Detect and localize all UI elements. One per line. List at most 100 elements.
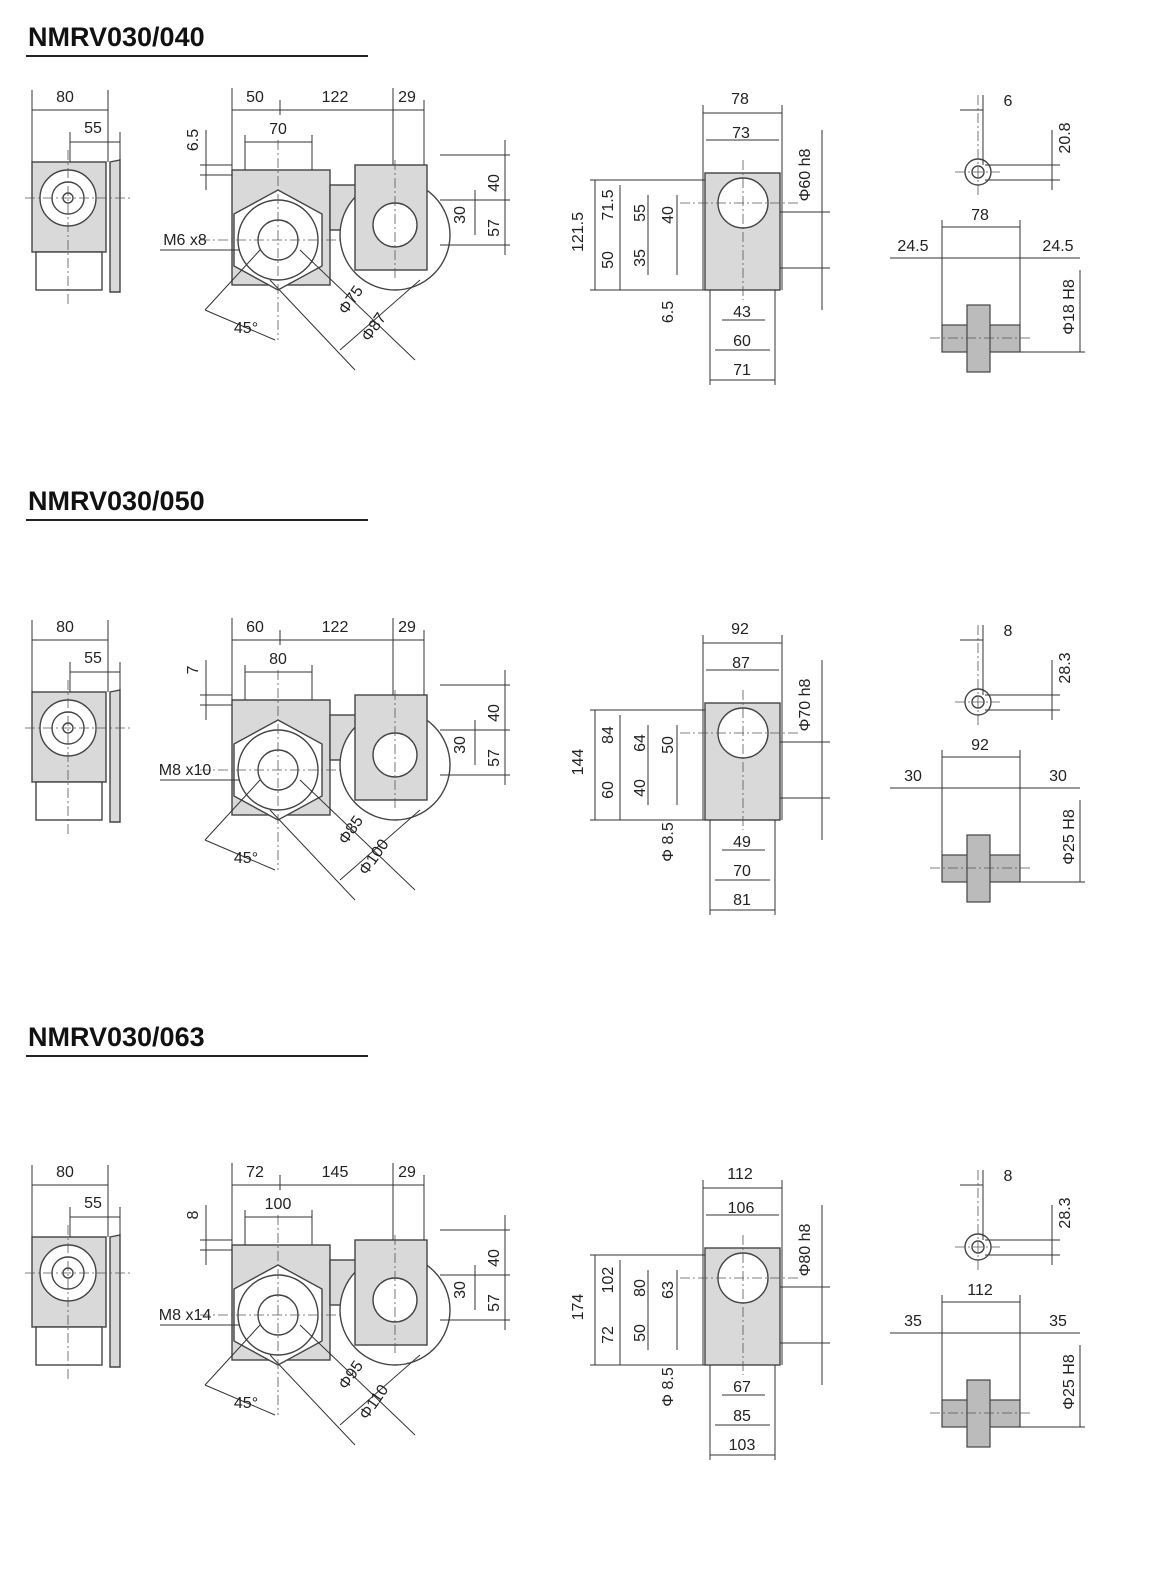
dim-label: 122 [322,619,349,636]
dim-label: 70 [269,121,287,138]
dim-label: 49 [733,834,751,851]
diameter-label: Φ25 H8 [1061,1354,1078,1410]
dim-label: 50 [660,736,677,754]
bolt-spec-label: M8 x14 [159,1307,212,1324]
diameter-label: Φ25 H8 [1061,809,1078,865]
dim-label: 92 [971,737,989,754]
diameter-label: Φ110 [356,1382,392,1423]
dim-label: 24.5 [897,238,928,255]
side-view: 80 55 [25,1164,130,1380]
dim-label: 112 [967,1282,993,1299]
dim-label: 57 [486,1294,503,1312]
angle-label: 45° [234,850,258,867]
dim-label: 40 [486,1249,503,1267]
dimension-line [204,249,261,311]
dimension-line [299,1324,416,1436]
dim-label: 40 [486,174,503,192]
dim-label: 6.5 [660,301,677,323]
dim-label: 50 [600,251,617,269]
model-title: NMRV030/050 [28,486,205,516]
dim-label: 87 [732,655,750,672]
dim-label: 70 [733,863,751,880]
gearbox-base [35,781,103,821]
dim-label: 30 [1049,768,1067,785]
dim-label: 40 [486,704,503,722]
wheel-section [966,834,991,903]
dim-label: 28.3 [1057,1197,1074,1228]
dim-label: 6 [1004,93,1013,110]
dimension-line [204,1324,261,1386]
dim-label: 112 [727,1166,753,1183]
dim-label: 30 [452,736,469,754]
dim-label: 7 [185,665,202,674]
dim-label: 60 [733,333,751,350]
dimension-line [204,309,276,341]
dim-label: 85 [733,1408,751,1425]
dim-label: 145 [322,1164,349,1181]
dim-label: 30 [904,768,922,785]
dim-label: 50 [246,89,264,106]
diameter-label: Φ80 h8 [797,1224,814,1277]
diameter-label: Φ18 H8 [1061,279,1078,335]
gearbox-base [35,1326,103,1366]
section-header: NMRV030/040 [26,22,368,57]
dim-label: 29 [398,619,416,636]
dim-label: 72 [246,1164,264,1181]
model-title: NMRV030/063 [28,1022,205,1052]
diameter-label: Φ70 h8 [797,679,814,732]
dim-label: 174 [570,1294,587,1321]
dim-label: 29 [398,89,416,106]
dim-label: 8 [1004,623,1013,640]
dim-label: 71 [733,362,751,379]
bolt-spec-label: M6 x8 [163,232,207,249]
dim-label: 78 [731,91,749,108]
diameter-label: Φ87 [359,310,391,345]
model-title: NMRV030/040 [28,22,205,52]
dim-label: 55 [632,204,649,222]
dim-label: 55 [84,1195,102,1212]
dim-label: 102 [600,1267,617,1294]
dim-label: 80 [56,89,74,106]
dim-label: 40 [632,779,649,797]
dim-label: 43 [733,304,751,321]
wheel-section [966,1379,991,1448]
dimension-line [204,839,276,871]
dim-label: 67 [733,1379,751,1396]
dim-label: 55 [84,120,102,137]
gearbox-base [35,251,103,291]
dim-label: 20.8 [1057,122,1074,153]
dimension-line [269,809,356,901]
bolt-spec-label: M8 x10 [159,762,212,779]
diameter-label: Φ100 [356,836,393,878]
dim-label: 24.5 [1042,238,1073,255]
angle-label: 45° [234,320,258,337]
dim-label: 81 [733,892,751,909]
dim-label: 72 [600,1326,617,1344]
dim-label: 57 [486,219,503,237]
dimension-line [269,1354,356,1446]
dimension-line [269,279,356,371]
dim-label: 144 [570,749,587,776]
dim-label: 8 [185,1210,202,1219]
dim-label: 30 [452,206,469,224]
section-header: NMRV030/050 [26,486,368,521]
dim-label: 6.5 [185,129,202,151]
dim-label: 80 [56,1164,74,1181]
dim-label: 57 [486,749,503,767]
dim-label: 122 [322,89,349,106]
wheel-section [966,304,991,373]
dimension-line [299,779,416,891]
dim-label: 92 [731,621,749,638]
dim-label: 103 [729,1437,756,1454]
dim-label: 30 [452,1281,469,1299]
dim-label: 80 [56,619,74,636]
